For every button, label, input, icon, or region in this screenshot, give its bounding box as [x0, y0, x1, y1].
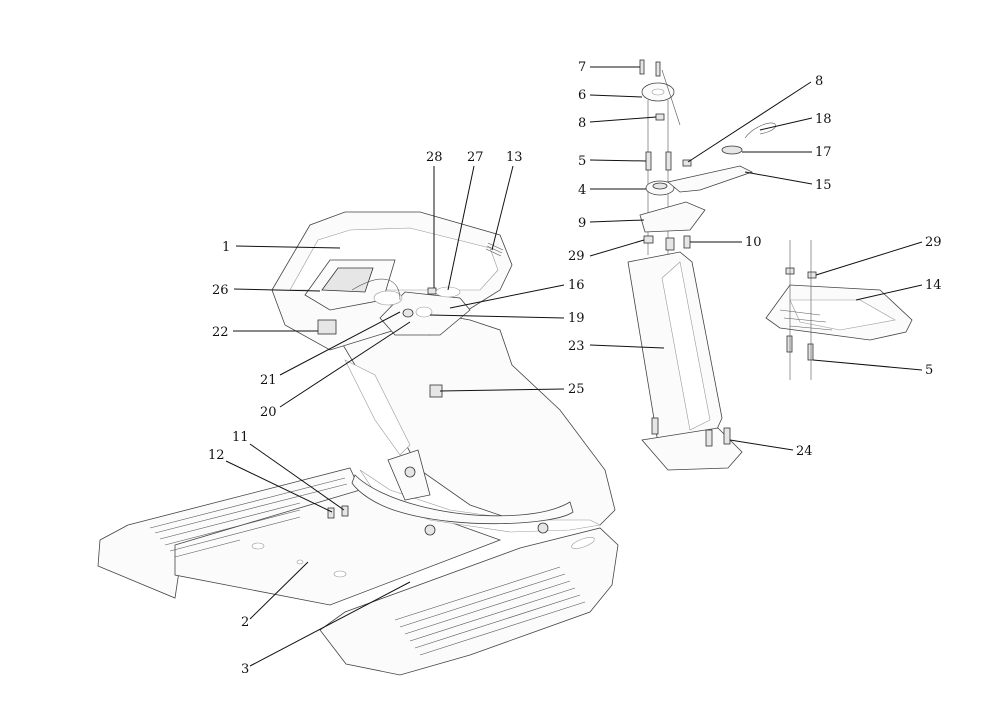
callout-label: 14 — [925, 278, 942, 293]
callout-label: 8 — [578, 116, 586, 131]
callout-label: 16 — [568, 278, 585, 293]
callout-label: 20 — [260, 405, 277, 420]
callout-label: 28 — [426, 150, 443, 165]
callout-label: 1 — [222, 240, 230, 255]
callout-label: 5 — [925, 363, 933, 378]
callout-label: 2 — [241, 615, 249, 630]
callout-label: 3 — [241, 662, 249, 677]
callout-label: 13 — [506, 150, 523, 165]
callout-label: 6 — [578, 88, 586, 103]
dashboard-console — [271, 211, 513, 351]
callout-label: 10 — [745, 235, 762, 250]
callout-label: 12 — [208, 448, 225, 463]
callout-label: 27 — [467, 150, 484, 165]
callout-label: 9 — [578, 216, 586, 231]
callout-label: 4 — [578, 183, 586, 198]
callout-label: 29 — [568, 249, 585, 264]
callout-label: 11 — [232, 430, 249, 445]
callout-label: 5 — [578, 154, 586, 169]
callout-label: 8 — [815, 74, 823, 89]
callout-label: 22 — [212, 325, 229, 340]
callout-label: 19 — [568, 311, 585, 326]
callout-labels: 1 26 22 21 20 28 27 13 16 19 25 11 12 2 … — [208, 60, 942, 677]
callout-label: 21 — [260, 373, 277, 388]
callout-label: 25 — [568, 382, 585, 397]
callout-label: 17 — [815, 145, 832, 160]
steering-column — [627, 59, 776, 471]
leader-lines — [225, 66, 923, 667]
callout-label: 23 — [568, 339, 585, 354]
callout-label: 26 — [212, 283, 229, 298]
callout-label: 29 — [925, 235, 942, 250]
steering-tower — [327, 299, 616, 536]
callout-label: 15 — [815, 178, 832, 193]
callout-label: 7 — [578, 60, 586, 75]
footboard-base — [97, 467, 619, 676]
mount-bracket — [765, 240, 913, 380]
callout-label: 18 — [815, 112, 832, 127]
callout-label: 24 — [796, 444, 813, 459]
